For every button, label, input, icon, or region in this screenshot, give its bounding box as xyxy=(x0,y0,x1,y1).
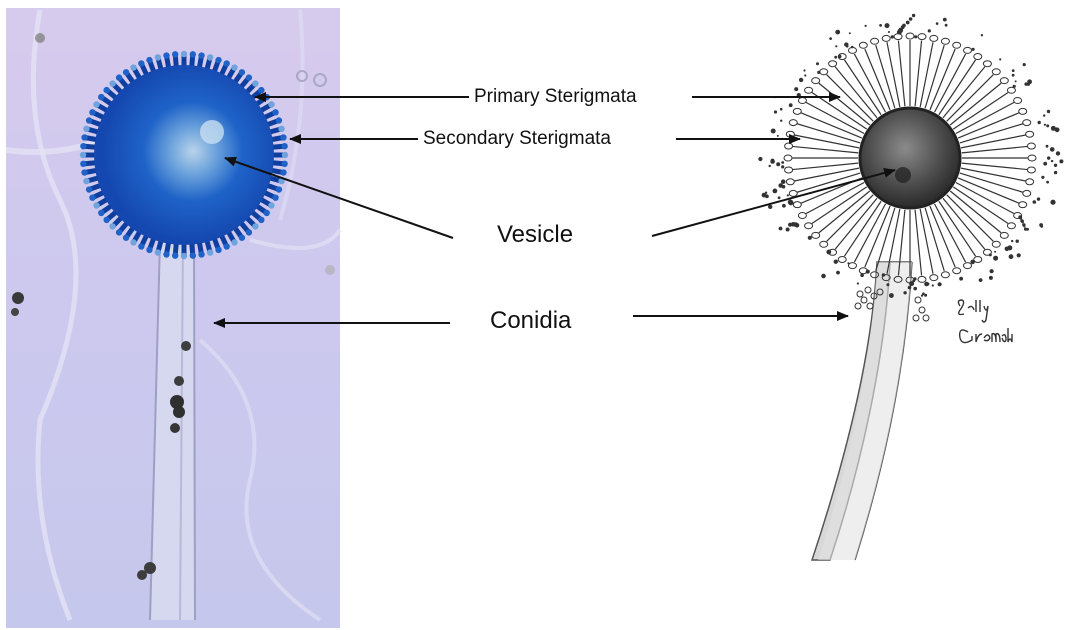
vesicle-label: Vesicle xyxy=(497,223,573,247)
pencil-drawing xyxy=(758,14,1063,560)
conidia-label: Conidia xyxy=(490,309,571,333)
arrow-vesicle-right xyxy=(652,170,895,236)
artist-signature xyxy=(954,296,1016,356)
micrograph-photo xyxy=(6,8,340,628)
secondary-sterigmata-label: Secondary Sterigmata xyxy=(420,129,614,148)
primary-sterigmata-label: Primary Sterigmata xyxy=(471,87,640,106)
